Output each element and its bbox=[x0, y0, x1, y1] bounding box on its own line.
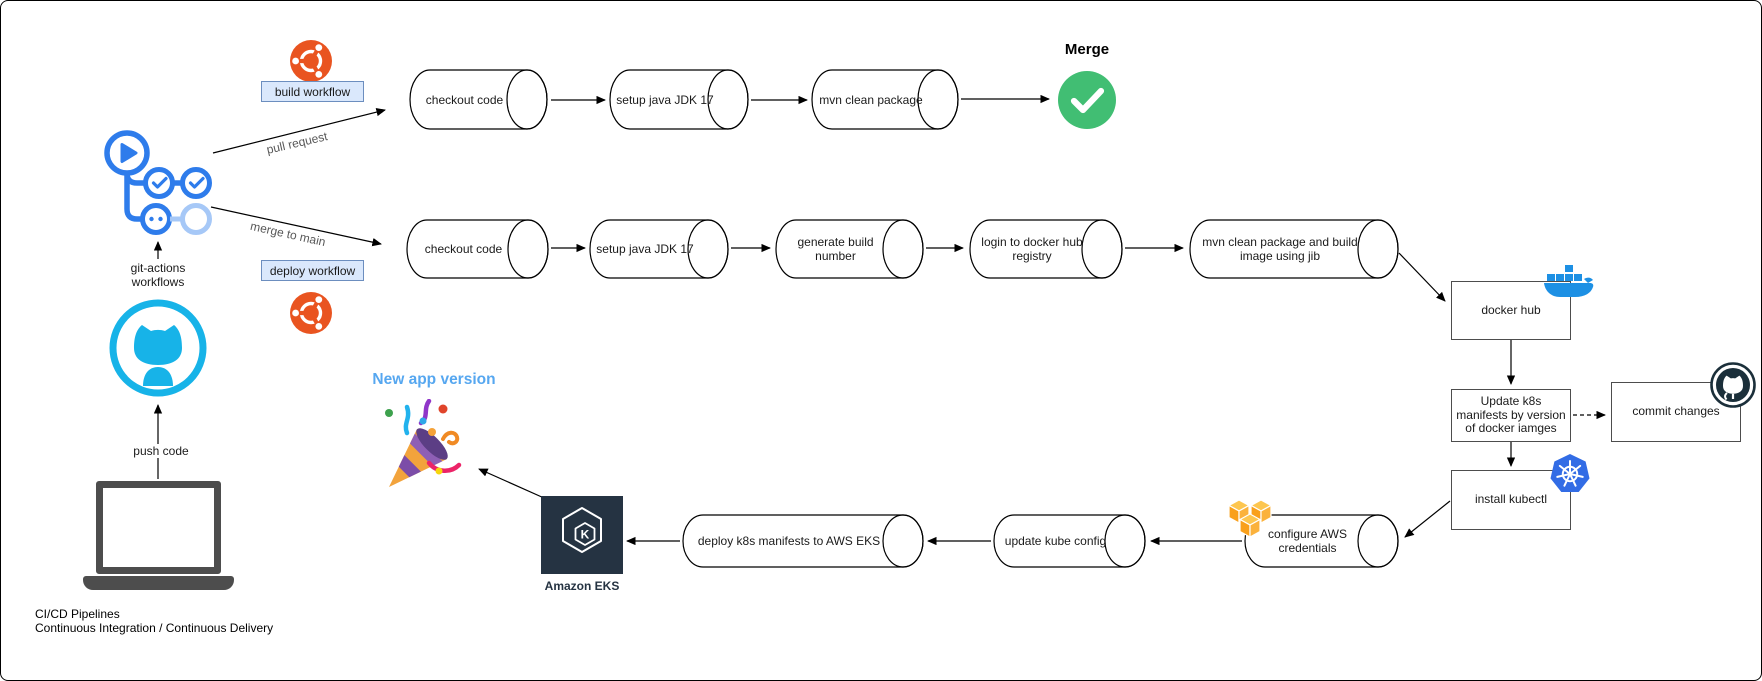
diagram-title: CI/CD Pipelines Continuous Integration /… bbox=[35, 607, 273, 635]
edge-kubectl-aws bbox=[1404, 500, 1451, 538]
step-setup-java-deploy: setup java JDK 17 bbox=[589, 219, 729, 279]
step-generate-build-number: generate build number bbox=[775, 219, 924, 279]
install-kubectl-node: install kubectl bbox=[1451, 470, 1571, 530]
footer-line1: CI/CD Pipelines bbox=[35, 607, 120, 621]
footer-line2: Continuous Integration / Continuous Deli… bbox=[35, 621, 274, 635]
step-configure-aws-credentials: configure AWS credentials bbox=[1244, 514, 1399, 568]
laptop-icon bbox=[96, 481, 221, 574]
step-mvn-clean-package: mvn clean package bbox=[811, 69, 959, 130]
commit-changes-node: commit changes bbox=[1611, 382, 1741, 442]
amazon-eks-caption: Amazon EKS bbox=[544, 579, 620, 593]
step-setup-java-build: setup java JDK 17 bbox=[609, 69, 749, 130]
github-actions-icon bbox=[104, 130, 212, 235]
laptop-base bbox=[83, 576, 234, 590]
check-icon bbox=[188, 176, 205, 189]
step-checkout-code-build: checkout code bbox=[409, 69, 548, 130]
new-app-version-label: New app version bbox=[372, 371, 496, 388]
step-checkout-code-deploy: checkout code bbox=[406, 219, 549, 279]
push-code-label: push code bbox=[127, 444, 195, 458]
github-icon bbox=[109, 299, 207, 397]
party-popper-icon bbox=[385, 399, 462, 487]
amazon-eks-icon: K bbox=[541, 496, 623, 574]
svg-text:K: K bbox=[581, 528, 590, 542]
github-dark-icon bbox=[1710, 362, 1756, 408]
deploy-workflow-tag: deploy workflow bbox=[261, 260, 364, 281]
merge-to-main-label: merge to main bbox=[236, 216, 340, 252]
git-actions-caption: git-actions workflows bbox=[130, 261, 186, 289]
merge-title: Merge bbox=[1064, 41, 1110, 58]
step-deploy-manifests-eks: deploy k8s manifests to AWS EKS bbox=[682, 514, 924, 568]
pull-request-label: pull request bbox=[250, 125, 344, 161]
ubuntu-icon bbox=[290, 40, 332, 82]
build-workflow-tag: build workflow bbox=[261, 81, 364, 102]
play-icon bbox=[120, 143, 138, 163]
edge-eks-celebration bbox=[478, 468, 545, 499]
docker-icon bbox=[1544, 265, 1594, 297]
step-build-image-jib: mvn clean package and build image using … bbox=[1189, 219, 1399, 279]
aws-icon bbox=[1228, 499, 1272, 538]
edge-jib-dockerhub bbox=[1398, 252, 1446, 302]
check-icon bbox=[151, 176, 168, 189]
update-manifests-node: Update k8s manifests by version of docke… bbox=[1451, 389, 1571, 442]
step-update-kube-config: update kube config bbox=[993, 514, 1146, 568]
kubernetes-icon bbox=[1550, 454, 1590, 492]
merge-success-icon bbox=[1058, 71, 1116, 129]
ubuntu-icon bbox=[290, 292, 332, 334]
step-login-docker-hub: login to docker hub registry bbox=[969, 219, 1123, 279]
